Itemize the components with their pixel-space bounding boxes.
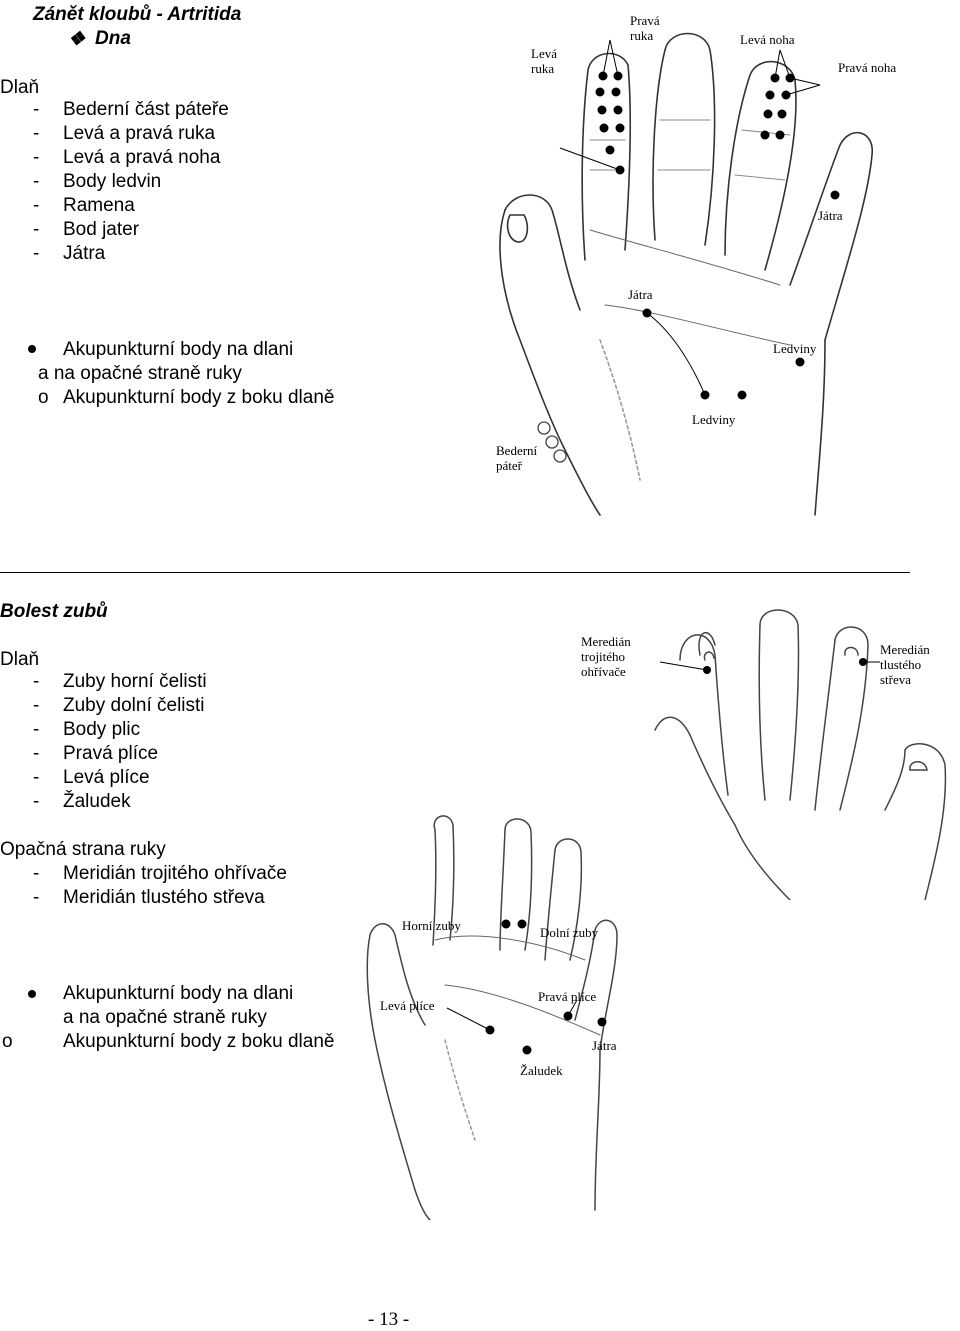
list-item: Ramena [63,195,135,216]
page-number: - 13 - [368,1309,410,1330]
figure-label: Meredián trojitého ohřívače [581,634,631,679]
point-list: -Zuby horní čelisti -Zuby dolní čelisti … [33,671,207,812]
figure-label: Pravá ruka [630,13,660,43]
list-item: Pravá plíce [63,743,159,764]
list-item: Meridián tlustého střeva [63,887,265,908]
legend-line: Akupunkturní body na dlani [63,339,294,360]
list-item: Meridián trojitého ohřívače [63,863,287,884]
back-of-hand-label: Opačná strana ruky [0,839,166,860]
list-item: Játra [63,243,106,264]
list-item: Levá plíce [63,767,150,788]
figure-label: Žaludek [520,1063,563,1078]
figure-label: Bederní páteř [496,443,538,473]
section-divider [0,572,910,573]
figure-label: Ledviny [692,412,736,427]
bullet-dot-icon [28,990,36,998]
figure-label: Dolní zuby [540,925,599,940]
legend-line: a na opačné straně ruky [38,363,242,384]
figure-label: Játra [592,1038,617,1053]
circle-marker: o [38,387,49,408]
list-item: Zuby dolní čelisti [63,695,205,716]
legend-line: Akupunkturní body z boku dlaně [63,1031,335,1052]
figure-label: Pravá noha [838,60,897,75]
list-item: Body plic [63,719,141,740]
figure-label: Levá plíce [380,998,435,1013]
circle-marker: o [2,1031,13,1052]
list-item: Bederní část páteře [63,99,229,120]
legend-line: Akupunkturní body z boku dlaně [63,387,335,408]
list-item: Žaludek [63,791,131,812]
section-title-toothache: Bolest zubů [0,601,108,622]
palm-label: Dlaň [0,649,40,670]
figure-label: Ledviny [773,341,817,356]
palm-teeth-diagram [366,815,618,1220]
list-item: Levá a pravá noha [63,147,221,168]
figure-label: Pravá plíce [538,989,597,1004]
list-item: Levá a pravá ruka [63,123,216,144]
figure-label: Levá noha [740,32,795,47]
palm-label: Dlaň [0,77,40,98]
list-item: Bod jater [63,219,140,240]
legend-line: a na opačné straně ruky [63,1007,267,1028]
figure-label: Meredián tlustého střeva [880,642,930,687]
legend-line: Akupunkturní body na dlani [63,983,294,1004]
palm-acupuncture-diagram [499,32,873,516]
bullet-dot-icon [28,345,36,353]
meridian-list: -Meridián trojitého ohřívače -Meridián t… [33,863,287,908]
section-title-arthritis: Zánět kloubů - Artritida [33,4,242,25]
diamond-bullet-icon: ❖ [68,29,86,50]
back-of-hand-diagram [654,609,947,900]
point-list: -Bederní část páteře -Levá a pravá ruka … [33,99,229,264]
figure-label: Játra [628,287,653,302]
subsection-title-gout: Dna [95,28,131,49]
list-item: Zuby horní čelisti [63,671,207,692]
figure-label: Horní zuby [402,918,461,933]
figure-label: Levá ruka [531,46,557,76]
list-item: Body ledvin [63,171,162,192]
figure-label: Játra [818,208,843,223]
